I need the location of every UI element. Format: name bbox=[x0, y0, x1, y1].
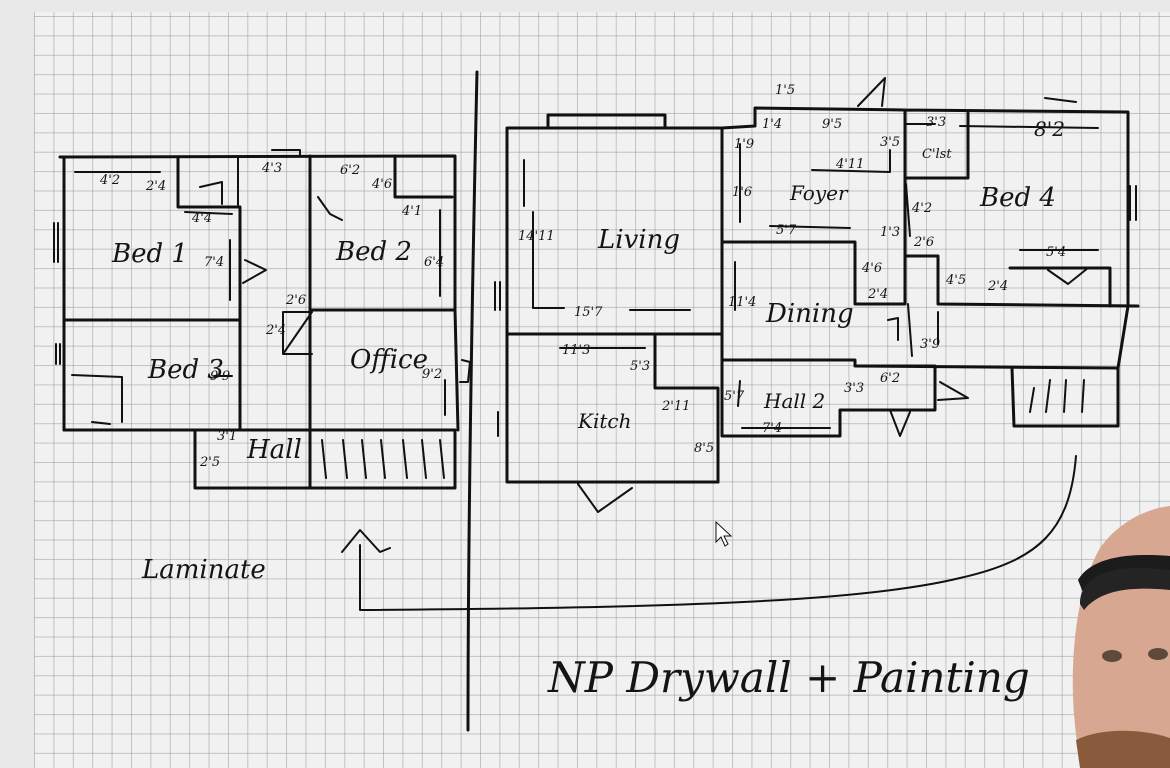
dim-9-5: 9'5 bbox=[822, 117, 842, 132]
dim-ticks-left bbox=[74, 171, 446, 416]
dim-4-2b: 4'2 bbox=[911, 201, 932, 216]
dim-3-9: 3'9 bbox=[920, 337, 940, 352]
stairs-right bbox=[1029, 379, 1085, 413]
door-swings-right bbox=[577, 77, 1089, 513]
dim-9-9: 9'9 bbox=[210, 369, 230, 384]
dim-2-6b: 2'6 bbox=[913, 235, 934, 250]
dim-5-4: 5'4 bbox=[1046, 245, 1066, 260]
living-walls bbox=[505, 113, 724, 484]
dim-4-2: 4'2 bbox=[99, 173, 120, 188]
dim-1-4: 1'4 bbox=[762, 117, 782, 132]
foyer-walls bbox=[720, 106, 1130, 370]
dim-4-11: 4'11 bbox=[835, 157, 864, 172]
dim-1-3: 1'3 bbox=[880, 225, 900, 240]
dim-2-6: 2'6 bbox=[285, 293, 306, 308]
dim-6-2b: 6'2 bbox=[880, 371, 900, 386]
room-label-bed3: Bed 3 bbox=[147, 355, 224, 385]
dim-3-5: 3'5 bbox=[880, 135, 900, 150]
dim-7-4: 7'4 bbox=[204, 255, 224, 270]
mouse-cursor-icon bbox=[715, 520, 733, 547]
bed1-closet bbox=[184, 156, 239, 215]
left-plan bbox=[53, 149, 471, 490]
dim-8-5: 8'5 bbox=[694, 441, 714, 456]
dim-4-6: 4'6 bbox=[371, 177, 392, 192]
windows-left bbox=[53, 149, 301, 365]
room-label-bed1: Bed 1 bbox=[111, 239, 188, 269]
dim-4-1: 4'1 bbox=[401, 204, 422, 219]
dim-4-6b: 4'6 bbox=[861, 261, 882, 276]
dim-14-11: 14'11 bbox=[518, 229, 555, 244]
bed3-closet bbox=[71, 374, 123, 425]
dim-2-4b: 2'4 bbox=[265, 323, 286, 338]
room-label-hall: Hall bbox=[246, 435, 302, 465]
dim-2-4c: 2'4 bbox=[867, 287, 888, 302]
dim-2-11: 2'11 bbox=[661, 399, 690, 414]
dim-15-7: 15'7 bbox=[574, 305, 603, 320]
dim-11-4: 11'4 bbox=[728, 295, 756, 310]
room-label-office: Office bbox=[350, 345, 428, 375]
dim-3-1: 3'1 bbox=[217, 429, 237, 444]
dim-2-4d: 2'4 bbox=[987, 279, 1008, 294]
room-label-kitchen: Kitch bbox=[577, 409, 631, 433]
windows-right bbox=[494, 97, 1137, 437]
dim-2-4: 2'4 bbox=[145, 179, 166, 194]
reference-arrow bbox=[341, 455, 1077, 611]
kitchen-walls bbox=[653, 334, 720, 484]
dining-walls bbox=[720, 176, 1140, 362]
dim-8-2: 8'2 bbox=[1034, 117, 1065, 141]
divider-line bbox=[466, 70, 479, 732]
bed1-walls bbox=[62, 155, 242, 432]
right-plan bbox=[494, 77, 1140, 513]
dim-3-3b: 3'3 bbox=[844, 381, 864, 396]
dim-4-5: 4'5 bbox=[945, 273, 966, 288]
graph-paper bbox=[34, 12, 1170, 768]
dim-7-4b: 7'4 bbox=[762, 421, 782, 436]
dim-9-2: 9'2 bbox=[422, 367, 442, 382]
door-swings-left bbox=[199, 181, 471, 383]
room-label-closet: C'lst bbox=[922, 147, 952, 162]
dim-ticks-right bbox=[523, 125, 1099, 429]
room-label-foyer: Foyer bbox=[789, 181, 849, 205]
bed2-walls bbox=[308, 154, 457, 490]
dim-11-3: 11'3 bbox=[562, 343, 590, 358]
room-label-dining: Dining bbox=[765, 299, 854, 329]
left-outer-wall bbox=[58, 154, 460, 490]
room-label-hall2: Hall 2 bbox=[763, 389, 825, 413]
dim-3-3: 3'3 bbox=[926, 115, 946, 130]
dim-4-4: 4'4 bbox=[191, 211, 212, 226]
dim-1-6: 1'6 bbox=[732, 185, 752, 200]
dim-6-4: 6'4 bbox=[424, 255, 444, 270]
hall2-walls bbox=[720, 358, 1120, 438]
dim-5-7b: 5'7 bbox=[724, 389, 745, 404]
note-laminate: Laminate bbox=[141, 555, 266, 585]
dim-1-9: 1'9 bbox=[734, 137, 754, 152]
dim-1-5: 1'5 bbox=[775, 83, 795, 98]
dim-5-3: 5'3 bbox=[630, 359, 650, 374]
foyer-closet bbox=[811, 123, 936, 173]
room-label-bed4: Bed 4 bbox=[979, 183, 1056, 213]
dim-2-5: 2'5 bbox=[199, 455, 220, 470]
dim-6-2: 6'2 bbox=[340, 163, 360, 178]
dim-5-7: 5'7 bbox=[776, 223, 797, 238]
stairs bbox=[321, 439, 445, 479]
note-np-drywall-painting: NP Drywall + Painting bbox=[547, 653, 1030, 702]
presenter-webcam bbox=[1072, 506, 1170, 768]
room-label-living: Living bbox=[597, 225, 680, 255]
dim-4-3: 4'3 bbox=[261, 161, 282, 176]
office-closet bbox=[282, 311, 313, 355]
room-label-bed2: Bed 2 bbox=[335, 237, 412, 267]
